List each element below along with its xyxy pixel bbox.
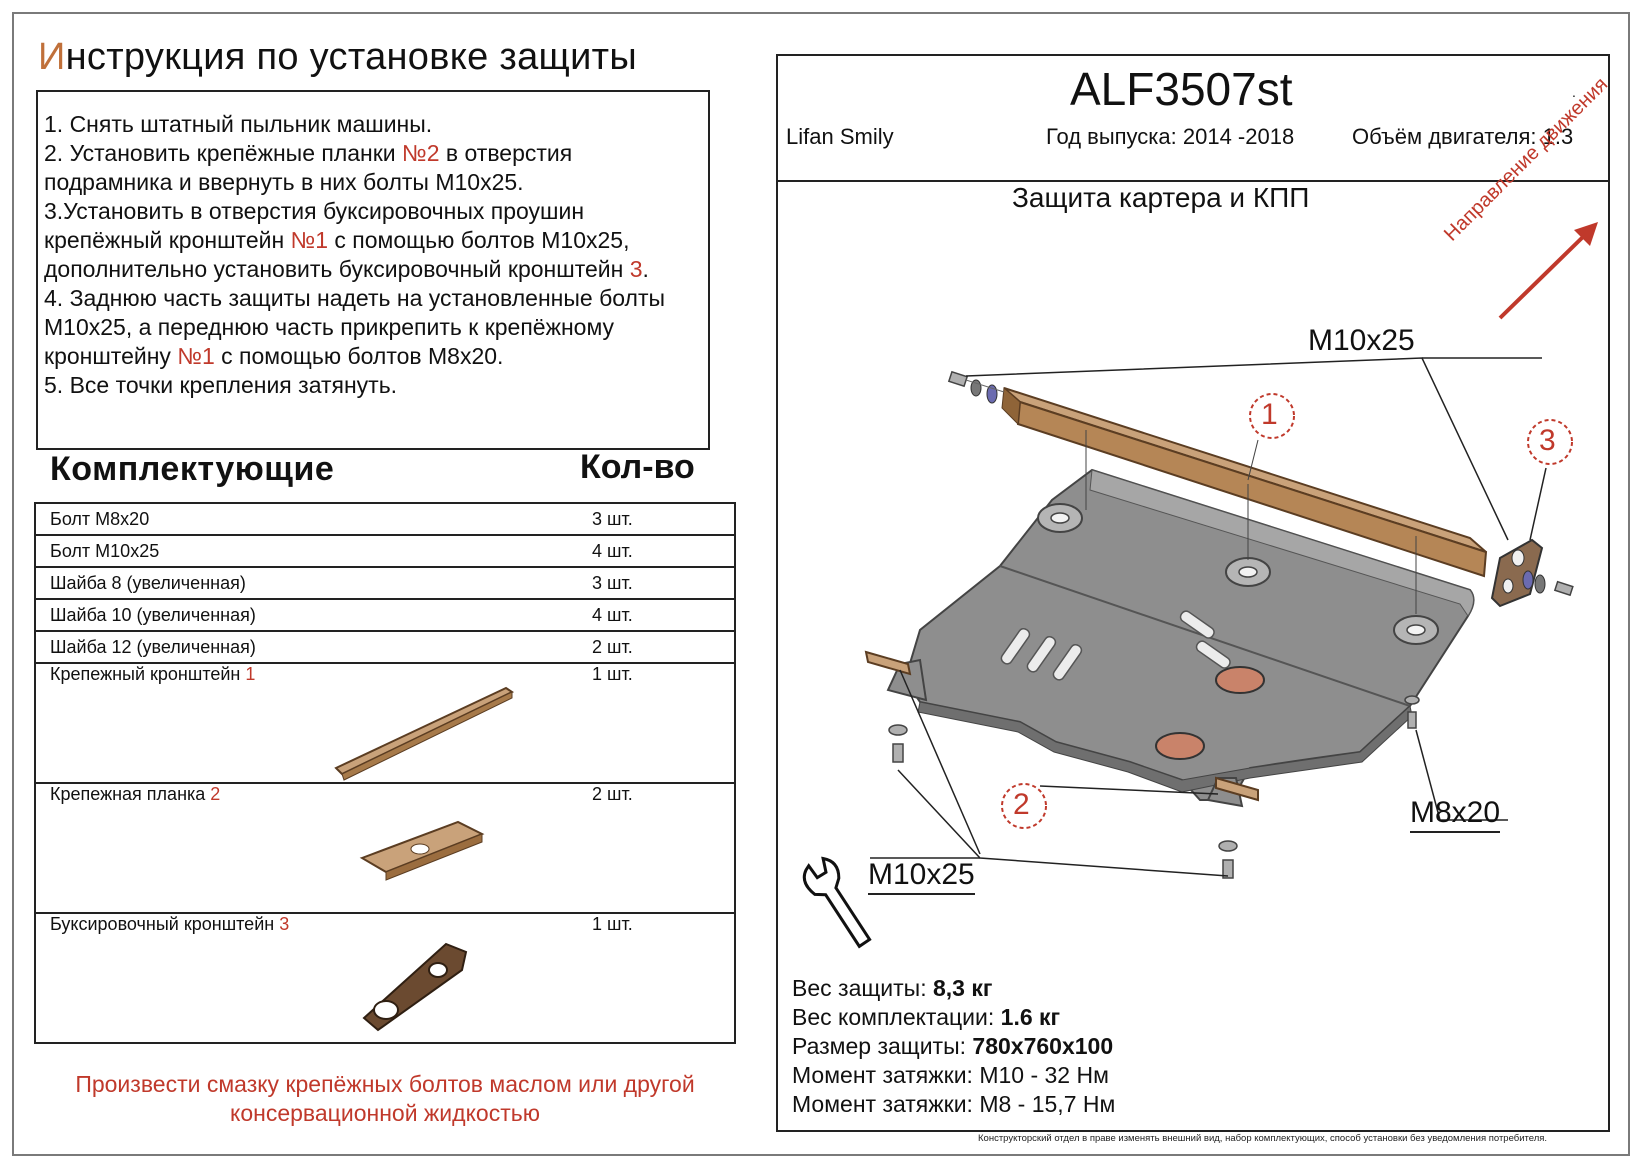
step-text: . xyxy=(642,256,649,282)
spec-line: Вес защиты: 8,3 кг xyxy=(792,974,1115,1003)
spec-line: Вес комплектации: 1.6 кг xyxy=(792,1003,1115,1032)
part-title: Защита картера и КПП xyxy=(1012,182,1310,213)
bolt-m10-left xyxy=(947,370,1005,404)
step-text: 1. Снять штатный пыльник машины. xyxy=(44,111,433,137)
bolts-bottom xyxy=(888,695,1420,879)
step-reference-number: 3 xyxy=(629,256,643,282)
kit-item-qty: 3 шт. xyxy=(592,502,736,536)
callout-2: 2 xyxy=(1013,788,1030,821)
spec-label: Момент затяжки: М10 - 32 Нм xyxy=(792,1062,1109,1088)
engine-volume: Объём двигателя: 1.3 xyxy=(1352,124,1574,149)
kit-row: Шайба 10 (увеличенная) 4 шт. xyxy=(34,598,736,632)
kit-item-name: Шайба 12 (увеличенная) xyxy=(50,637,256,657)
step-text: 4. Заднюю часть защиты надеть на установ… xyxy=(44,285,666,369)
kit-item-name: Крепежный кронштейн xyxy=(50,664,246,684)
kit-item-qty: 4 шт. xyxy=(592,598,736,632)
kit-item-qty: 2 шт. xyxy=(592,782,736,914)
callout-1: 1 xyxy=(1261,398,1278,431)
step-5: 5. Все точки крепления затянуть. xyxy=(44,371,702,400)
kit-item-number: 1 xyxy=(245,664,256,684)
kit-header: Комплектующие xyxy=(50,450,335,488)
kit-item-qty: 4 шт. xyxy=(592,534,736,568)
lubrication-note: Произвести смазку крепёжных болтов масло… xyxy=(75,1071,695,1126)
step-text: 3.Установить в отверстия буксировочных п… xyxy=(44,198,585,253)
wrench-icon xyxy=(802,856,872,949)
step-2: 2. Установить крепёжные планки №2 в отве… xyxy=(44,139,702,197)
spec-line: Размер защиты: 780х760х100 xyxy=(792,1032,1115,1061)
spec-label: Момент затяжки: М8 - 15,7 Нм xyxy=(792,1091,1116,1117)
kit-item-name: Болт М8х20 xyxy=(50,509,150,529)
spec-label: Вес комплектации: xyxy=(792,1004,1001,1030)
kit-item-image xyxy=(358,812,488,887)
plank-2-image xyxy=(359,820,485,881)
spec-value: 8,3 кг xyxy=(932,975,993,1001)
disclaimer: Конструкторский отдел в праве изменять в… xyxy=(978,1133,1548,1144)
step-reference-number: №1 xyxy=(177,343,215,369)
step-text: с помощью болтов М8х20. xyxy=(214,343,504,369)
kit-item-image xyxy=(326,682,526,787)
kit-row: Шайба 12 (увеличенная) 2 шт. xyxy=(34,630,736,664)
step-3: 3.Установить в отверстия буксировочных п… xyxy=(44,197,702,284)
kit-item-name: Болт М10х25 xyxy=(50,541,160,561)
kit-item-number: 3 xyxy=(279,914,290,934)
spec-value: 780х760х100 xyxy=(972,1033,1114,1059)
step-text: в отверстия подрамника и ввернуть в них … xyxy=(44,140,573,195)
header-divider xyxy=(776,180,1610,182)
tow-bracket-3-image xyxy=(362,942,468,1032)
corner-dot: . xyxy=(1572,84,1576,100)
production-years: Год выпуска: 2014 -2018 xyxy=(1046,124,1295,149)
direction-arrow-icon xyxy=(1498,222,1598,320)
kit-row: Крепежный кронштейн 1 1 шт. xyxy=(34,662,736,784)
kit-item-qty: 1 шт. xyxy=(592,662,736,784)
kit-item-image xyxy=(358,934,478,1039)
tow-bracket-3 xyxy=(1490,538,1574,608)
callout-3: 3 xyxy=(1539,424,1556,457)
kit-item-name: Шайба 8 (увеличенная) xyxy=(50,573,246,593)
step-reference-number: №2 xyxy=(402,140,440,166)
spec-label: Вес защиты: xyxy=(792,975,933,1001)
skid-plate xyxy=(886,468,1475,808)
page-frame xyxy=(12,12,1630,1156)
spec-line: Момент затяжки: М8 - 15,7 Нм xyxy=(792,1090,1115,1119)
mounting-plank-2-drawing xyxy=(864,650,1259,802)
bolt-label-bottom: M10x25 xyxy=(868,858,975,895)
kit-row: Болт М8х20 3 шт. xyxy=(34,502,736,536)
kit-item-qty: 2 шт. xyxy=(592,630,736,664)
step-text: 2. Установить крепёжные планки xyxy=(44,140,403,166)
kit-item-name: Буксировочный кронштейн xyxy=(50,914,280,934)
kit-item-name: Крепежная планка xyxy=(50,784,211,804)
kit-row: Крепежная планка 2 2 шт. xyxy=(34,782,736,914)
spec-value: 1.6 кг xyxy=(1000,1004,1061,1030)
step-4: 4. Заднюю часть защиты надеть на установ… xyxy=(44,284,702,371)
page-title: Инструкция по установке защиты xyxy=(38,36,637,78)
spec-label: Размер защиты: xyxy=(792,1033,973,1059)
kit-row: Болт М10х25 4 шт. xyxy=(34,534,736,568)
bolt-label-right: M8x20 xyxy=(1410,796,1501,833)
step-reference-number: №1 xyxy=(290,227,329,253)
kit-item-qty: 1 шт. xyxy=(592,912,736,1044)
bolt-label-top: M10x25 xyxy=(1308,324,1415,357)
drawing-panel xyxy=(776,54,1610,1132)
kit-row: Шайба 8 (увеличенная) 3 шт. xyxy=(34,566,736,600)
mounting-bracket-1 xyxy=(1001,386,1488,614)
kit-item-qty: 3 шт. xyxy=(592,566,736,600)
kit-item-number: 2 xyxy=(210,784,221,804)
spec-line: Момент затяжки: М10 - 32 Нм xyxy=(792,1061,1115,1090)
step-text: 5. Все точки крепления затянуть. xyxy=(44,372,398,398)
qty-header: Кол-во xyxy=(580,448,695,486)
car-model: Lifan Smily xyxy=(786,124,894,149)
kit-item-name: Шайба 10 (увеличенная) xyxy=(50,605,256,625)
kit-row: Буксировочный кронштейн 3 1 шт. xyxy=(34,912,736,1044)
installation-steps: 1. Снять штатный пыльник машины.2. Устан… xyxy=(36,90,710,450)
step-text: с помощью болтов М10х25, дополнительно у… xyxy=(44,227,630,282)
model-code: ALF3507st xyxy=(1070,63,1293,115)
bracket-1-image xyxy=(334,686,515,781)
step-1: 1. Снять штатный пыльник машины. xyxy=(44,110,702,139)
